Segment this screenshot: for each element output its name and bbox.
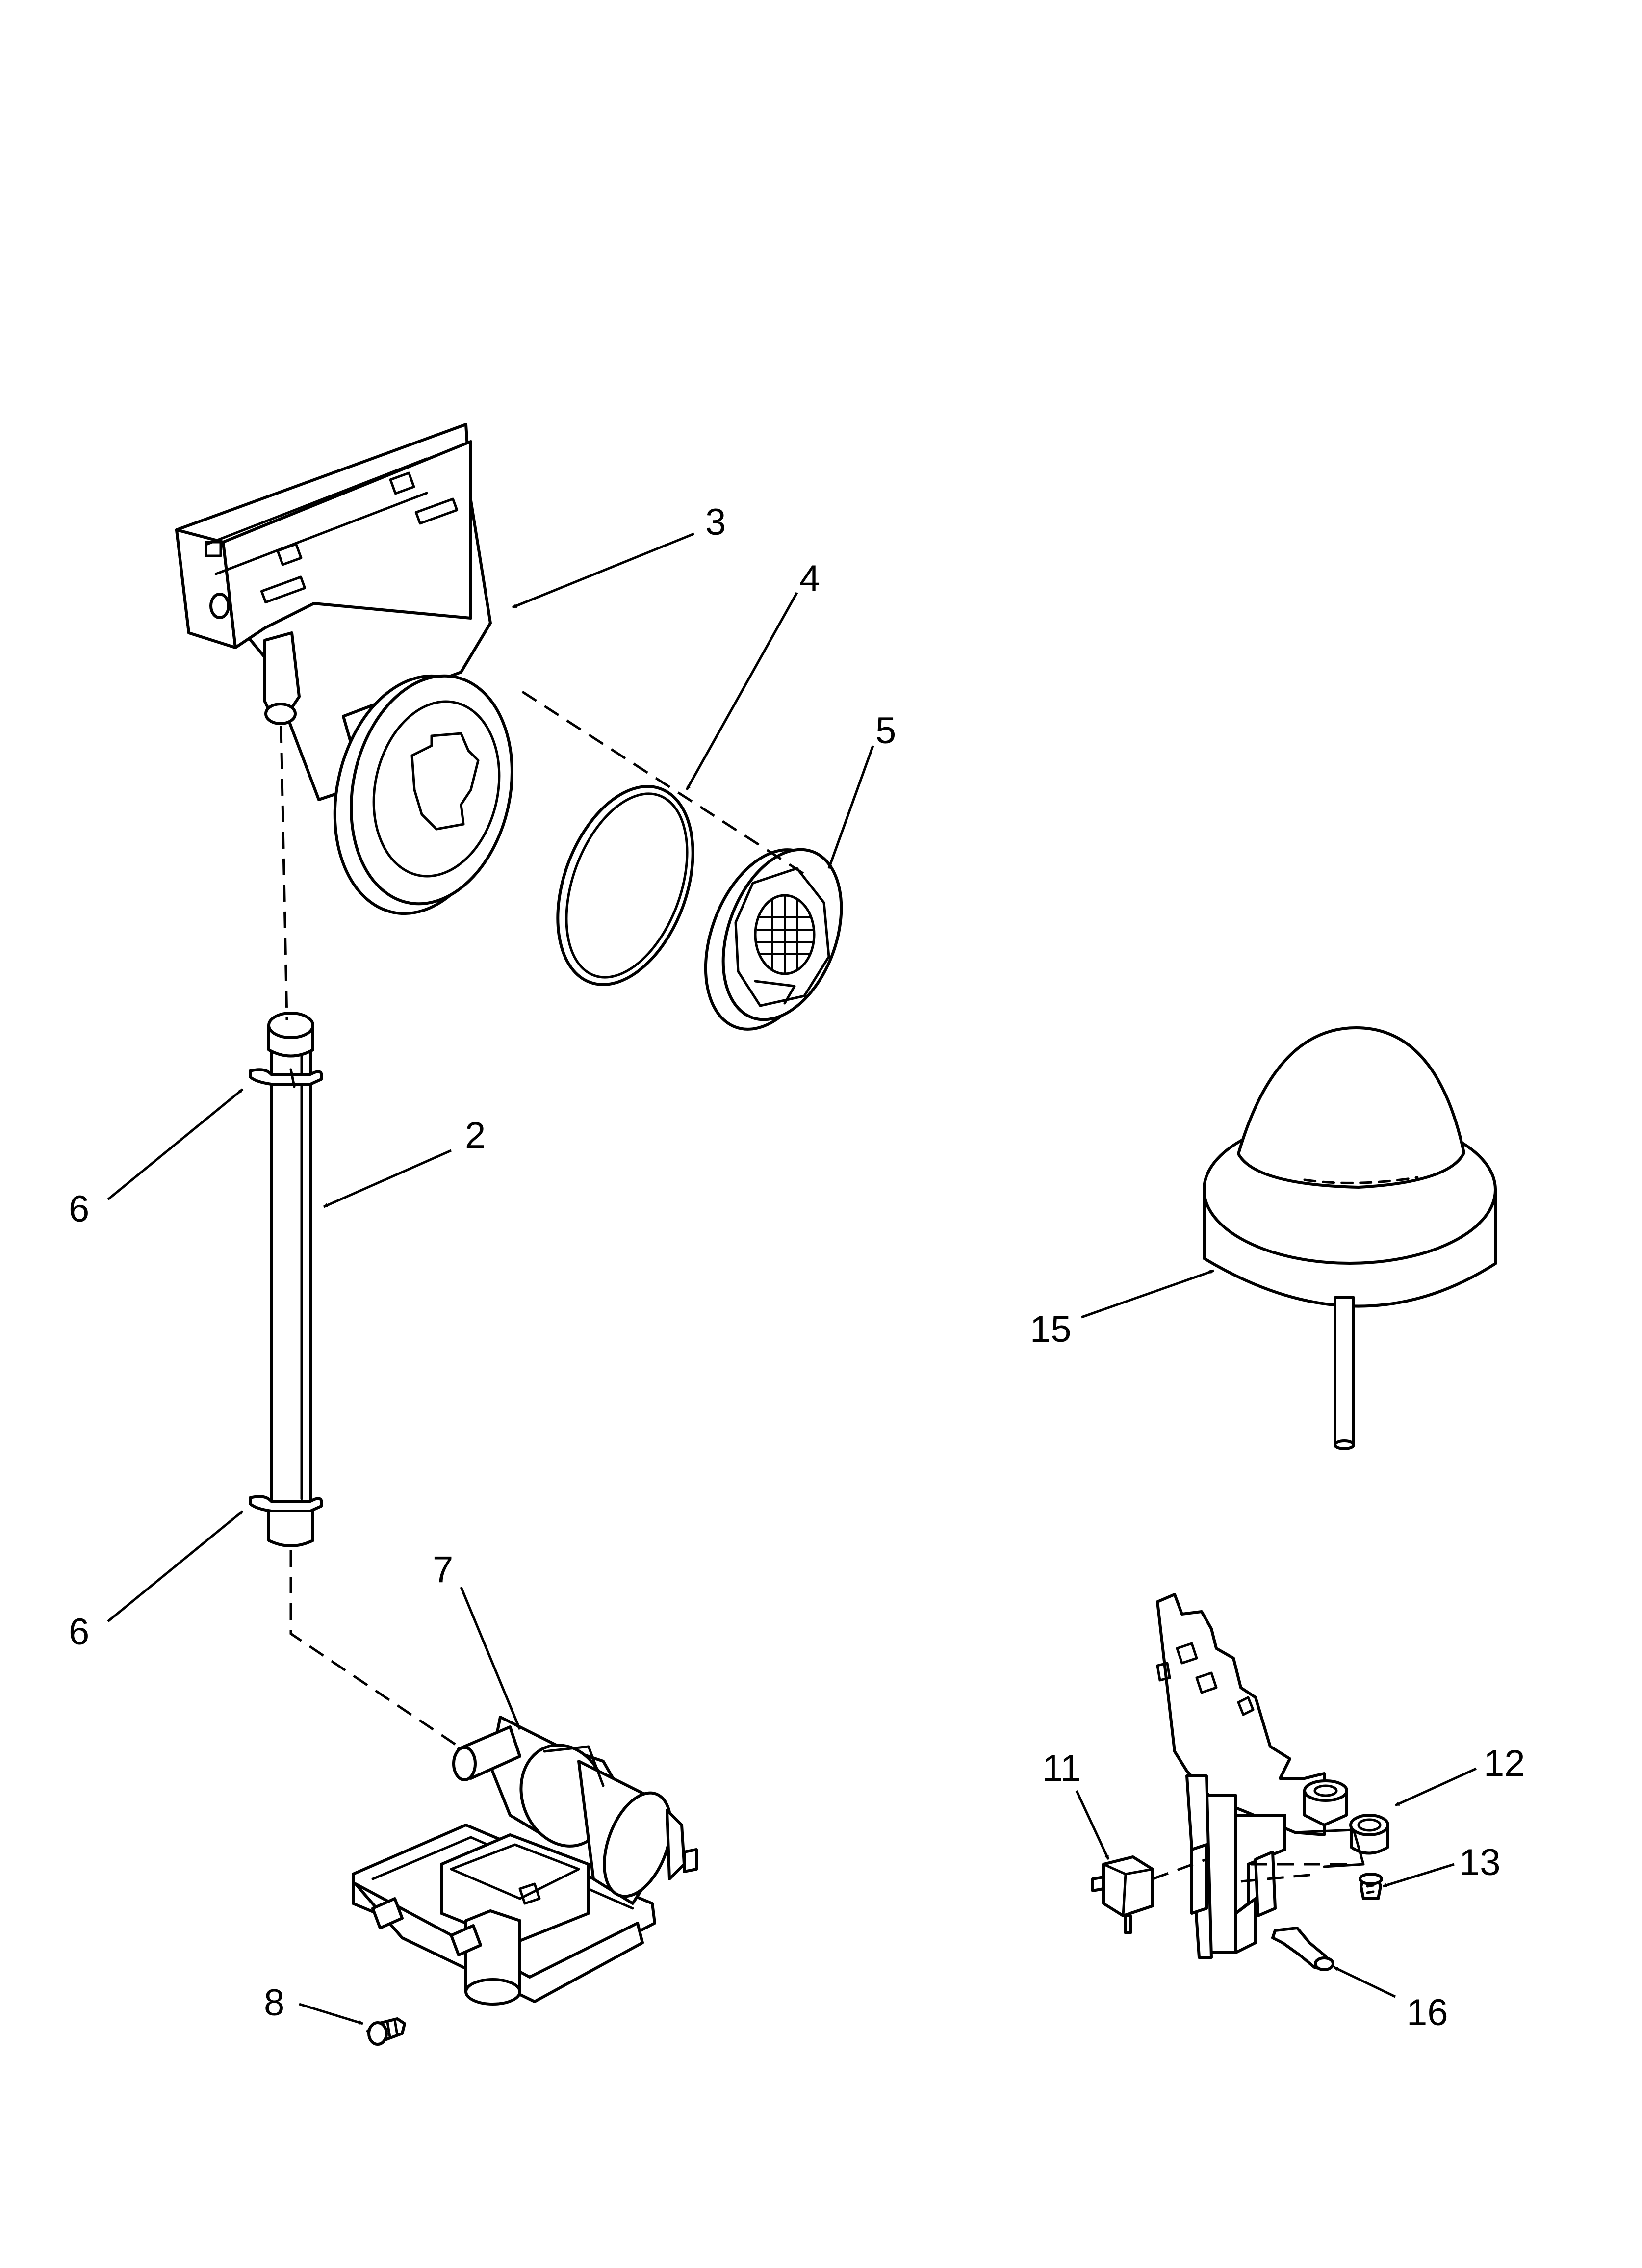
callout-labels: 2 3 4 5 6 6 7 8 11 12 13 15 16 <box>69 501 1525 2033</box>
part-3-housing <box>175 423 513 915</box>
callout-6a: 6 <box>69 1188 89 1230</box>
leader-arrow-5 <box>827 745 874 869</box>
callout-12: 12 <box>1484 1743 1525 1784</box>
callout-5: 5 <box>875 710 896 752</box>
leader-arrow-2 <box>323 1149 452 1208</box>
part-7-pump-motor <box>352 1716 698 2006</box>
part-16-clip <box>1271 1927 1334 1971</box>
alignment-lines <box>280 690 808 1748</box>
callout-3: 3 <box>705 501 726 543</box>
part-4-seal-ring <box>556 785 694 986</box>
callout-8: 8 <box>264 1982 284 2024</box>
leader-arrow-4 <box>685 592 798 791</box>
part-2-hose <box>267 1012 314 1508</box>
callout-13: 13 <box>1459 1842 1501 1883</box>
callout-15: 15 <box>1030 1308 1072 1350</box>
leader-arrow-8 <box>299 2003 363 2025</box>
callout-11: 11 <box>1042 1747 1081 1789</box>
leader-arrow-11 <box>1075 1790 1110 1860</box>
leader-arrow-12 <box>1394 1767 1477 1807</box>
part-5-filter-cap <box>704 848 843 1031</box>
part-6-hose-clamp-bottom <box>249 1495 323 1547</box>
part-11-switch <box>1091 1855 1207 1934</box>
leader-arrow-6b <box>107 1510 244 1622</box>
part-13-screw <box>1359 1873 1383 1900</box>
part-6-hose-clamp-top <box>249 1068 323 1088</box>
part-8-screw <box>366 2017 406 2046</box>
part-12-bracket <box>1156 1593 1389 1959</box>
leader-arrow-7 <box>460 1587 521 1730</box>
callout-16: 16 <box>1407 1992 1448 2033</box>
callout-2: 2 <box>465 1115 486 1156</box>
leader-arrow-13 <box>1383 1863 1455 1888</box>
part-15-knob <box>1203 1026 1497 1450</box>
leader-arrow-6a <box>107 1088 244 1200</box>
callout-6b: 6 <box>69 1611 89 1653</box>
callout-4: 4 <box>799 558 820 600</box>
leader-arrow-15 <box>1081 1269 1214 1319</box>
leader-arrow-3 <box>512 532 694 609</box>
callout-7: 7 <box>433 1549 453 1590</box>
leader-arrow-16 <box>1333 1966 1396 1998</box>
leader-arrows <box>107 532 1477 2025</box>
